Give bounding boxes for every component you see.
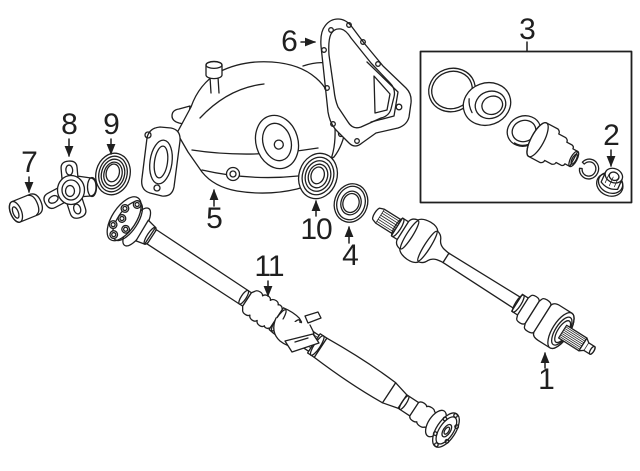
callout-5-label: 5	[206, 202, 223, 235]
callout-9-label: 9	[103, 108, 120, 141]
callout-arrows	[24, 37, 616, 369]
callout-7-label: 7	[21, 146, 38, 179]
differential-housing	[141, 60, 336, 197]
driveshaft	[106, 196, 460, 448]
seal-ring	[333, 183, 369, 223]
boot-kit-snap-ring	[578, 158, 600, 180]
boot-kit-cap	[462, 81, 512, 127]
callout-10-label: 10	[300, 213, 332, 246]
callout-8-label: 8	[61, 108, 78, 141]
center-bearing-bracket	[273, 311, 322, 353]
axle-shaft	[372, 207, 596, 355]
callout-1-label: 1	[538, 363, 555, 396]
boot-kit-oring	[428, 67, 476, 113]
callout-3-label: 3	[519, 13, 536, 46]
pinion-seal	[95, 152, 131, 196]
boot-kit-cv-boot	[526, 121, 580, 168]
bushing	[8, 193, 44, 223]
callout-6-label: 6	[281, 25, 298, 58]
callout-2-label: 2	[603, 119, 620, 152]
companion-flange	[43, 160, 98, 219]
axle-nut	[596, 167, 624, 197]
callout-11-label: 11	[254, 250, 284, 283]
side-seal	[297, 152, 339, 200]
differential-cover	[320, 18, 412, 147]
callout-4-label: 4	[342, 239, 359, 272]
boot-kit-box	[419, 50, 633, 204]
